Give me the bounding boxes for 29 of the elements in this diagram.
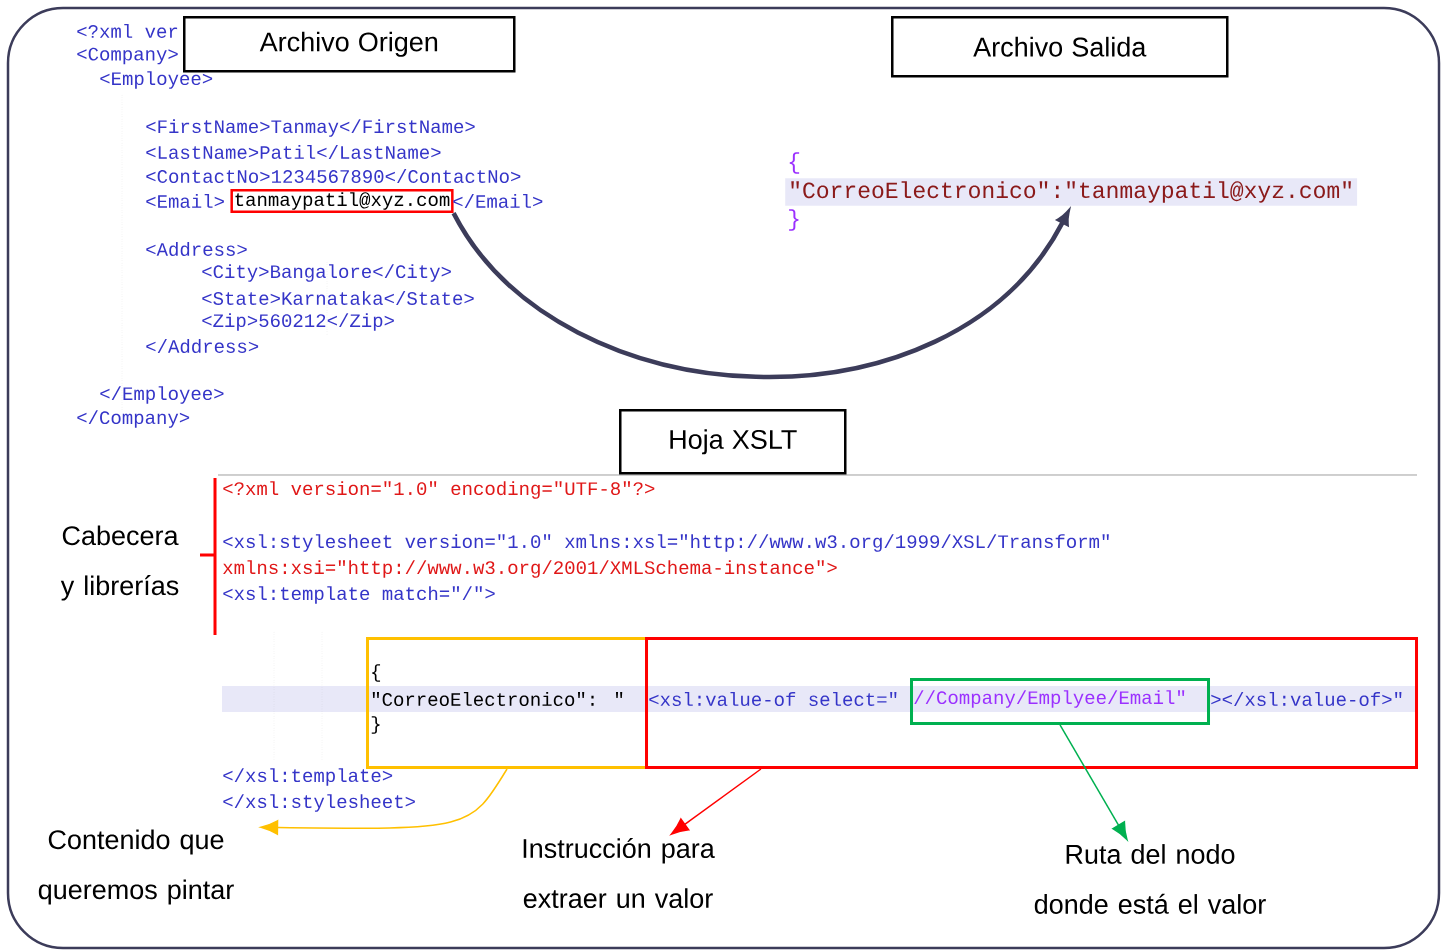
arrow — [260, 768, 508, 835]
code-line: <Zip>560212</Zip> — [202, 313, 394, 331]
code-line: <?xml version="1.0" encoding="UTF-8"?> — [223, 481, 655, 499]
callout-text: Instrucción para extraer un valor — [523, 837, 715, 909]
code-line: <FirstName>Tanmay</FirstName> — [146, 119, 475, 137]
code-line: </xsl:stylesheet> — [223, 794, 415, 812]
code-line: <City>Bangalore</City> — [202, 264, 451, 282]
code-line: xmlns:xsi="http://www.w3.org/2001/XMLSchema-instance"> — [223, 560, 837, 578]
code-line: </Employee> — [100, 386, 224, 404]
title-box: Hoja XSLT — [619, 409, 847, 475]
code-line: <Employee> — [100, 71, 213, 89]
callout-text: Ruta del nodo donde está el valor — [1034, 844, 1266, 914]
code-line: <State>Karnataka</State> — [202, 291, 474, 305]
code-line: <xsl:stylesheet version="1.0" xmlns:xsl="http://www.w3.org/1999/XSL/Transform" — [223, 534, 1109, 552]
arrow — [1059, 724, 1128, 841]
arrow — [670, 768, 762, 835]
code-box: { "CorreoElectronico": " } — [366, 637, 648, 769]
path-box: //Company/Emplyee/Email" — [910, 678, 1210, 725]
side-label: Cabecera y librerías — [60, 525, 179, 601]
code-line: </Address> — [146, 339, 259, 353]
code-line: </xsl:template> — [223, 768, 393, 786]
title-box: Archivo Origen — [183, 16, 516, 73]
code-line: <xsl:template match="/"> — [223, 586, 495, 604]
code-line: <LastName>Patil</LastName> — [146, 145, 441, 159]
code-line: </Company> — [77, 410, 190, 428]
highlight-box: tanmaypatil@xyz.com — [230, 188, 454, 214]
code-line: <Address> — [146, 242, 247, 256]
title-box: Archivo Salida — [891, 16, 1229, 78]
callout-text: Contenido que queremos pintar — [38, 829, 234, 905]
